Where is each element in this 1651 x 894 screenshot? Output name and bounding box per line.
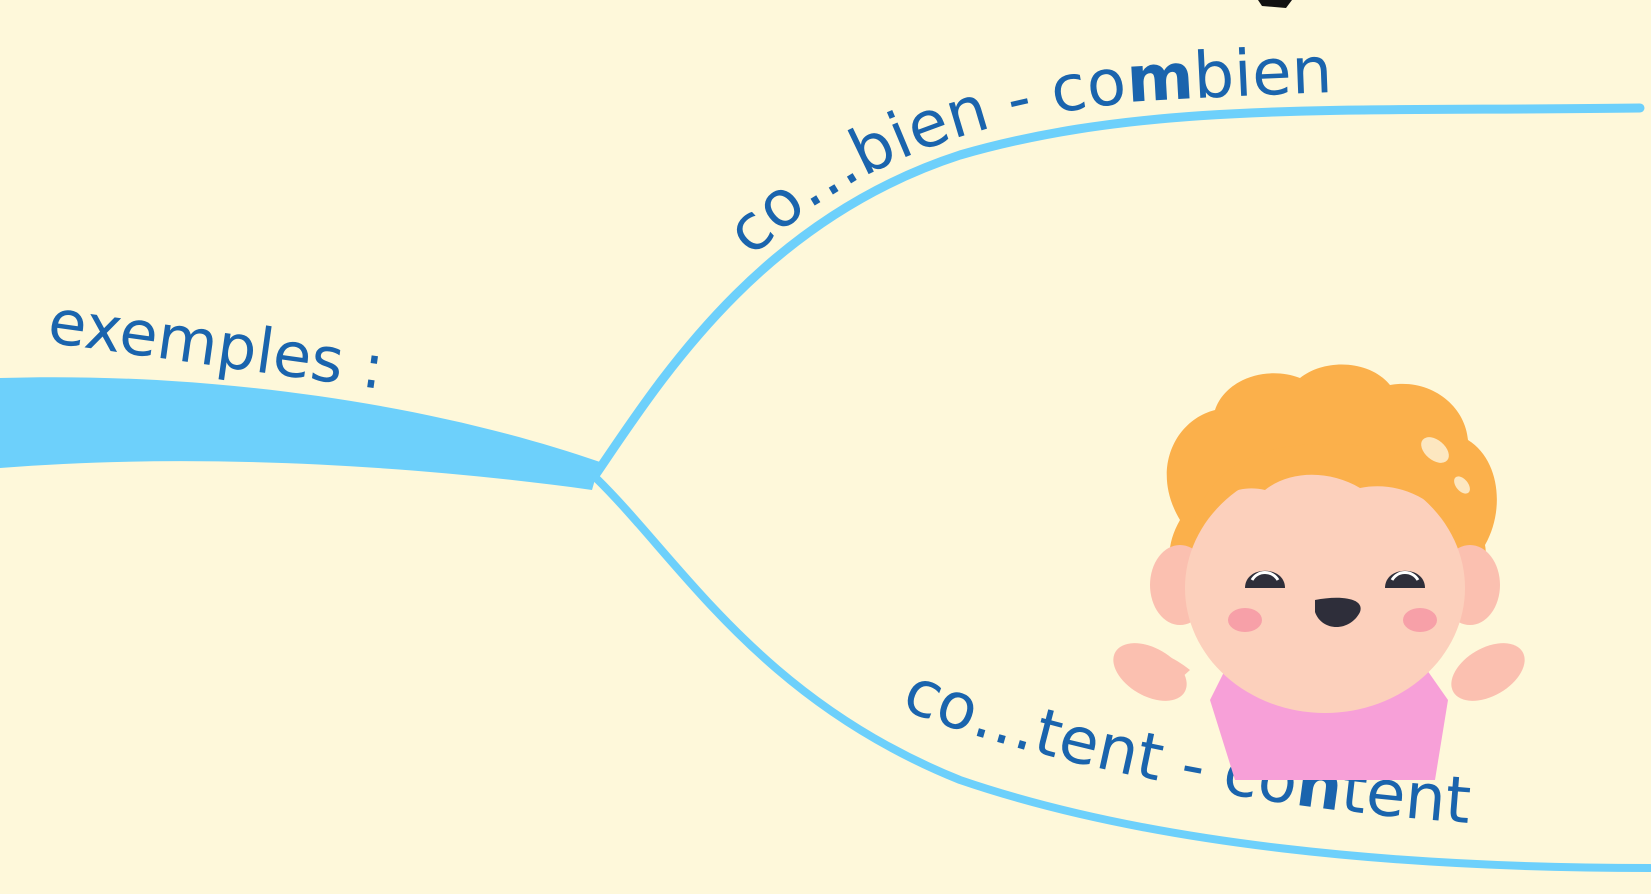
top-branch xyxy=(591,103,1645,479)
bottom-branch xyxy=(592,474,1651,872)
top-branch-highlight: m xyxy=(1125,40,1196,118)
child-right-cheek xyxy=(1403,608,1437,632)
top-branch-suffix: bien xyxy=(1192,34,1334,114)
child-mouth xyxy=(1315,597,1361,627)
child-face xyxy=(1185,463,1465,713)
top-edge-mark xyxy=(1258,0,1292,8)
happy-child-icon xyxy=(1113,364,1525,780)
main-branch xyxy=(0,377,600,490)
child-left-cheek xyxy=(1228,608,1262,632)
top-branch-prefix: co…bien - co xyxy=(713,45,1131,269)
